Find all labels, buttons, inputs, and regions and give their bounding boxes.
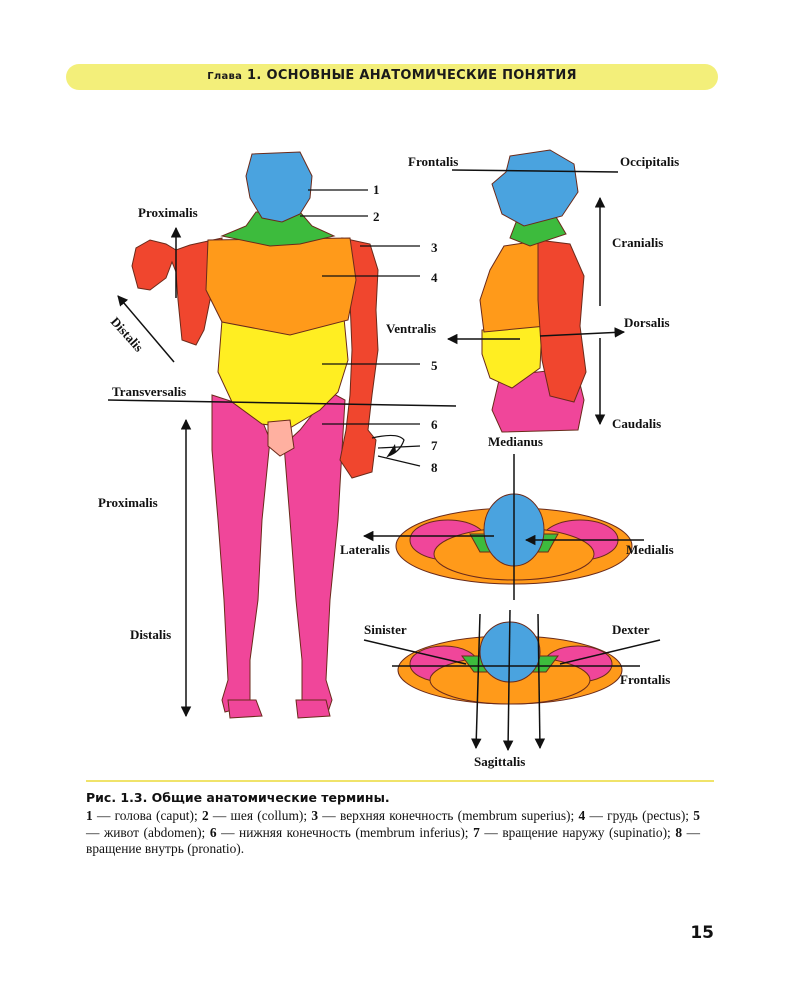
caption-num: 7 bbox=[473, 824, 480, 840]
callout-2: 2 bbox=[373, 209, 380, 224]
label-medialis: Medialis bbox=[626, 542, 674, 557]
top-view-1-lines bbox=[362, 454, 644, 600]
caption-num: 5 bbox=[693, 808, 700, 823]
side-body-illustration bbox=[479, 149, 587, 433]
side-chest bbox=[479, 239, 547, 333]
arm-right bbox=[339, 237, 379, 479]
callout-7: 7 bbox=[431, 438, 438, 453]
figure-caption: Рис. 1.3. Общие анатомические термины. 1… bbox=[86, 790, 700, 858]
abdomen-front bbox=[217, 317, 349, 429]
caption-text: — грудь (pectus); bbox=[585, 808, 694, 823]
label-dorsalis: Dorsalis bbox=[624, 315, 670, 330]
label-proximalis-upper: Proximalis bbox=[138, 205, 198, 220]
caption-num: 2 bbox=[201, 808, 209, 823]
front-body-illustration bbox=[131, 151, 379, 719]
label-medianus: Medianus bbox=[488, 434, 543, 449]
chapter-header-bar: Глава 1. ОСНОВНЫЕ АНАТОМИЧЕСКИЕ ПОНЯТИЯ bbox=[66, 64, 718, 90]
rotation-arrowhead bbox=[386, 444, 396, 458]
caption-text: — нижняя конечность (membrum inferius); bbox=[216, 824, 474, 840]
label-distalis-leg: Distalis bbox=[130, 627, 171, 642]
page-number: 15 bbox=[690, 923, 714, 943]
caption-text: — живот (abdomen); bbox=[86, 824, 210, 840]
chest-front bbox=[205, 237, 357, 336]
label-sagittalis: Sagittalis bbox=[474, 754, 525, 769]
label-lateralis: Lateralis bbox=[340, 542, 390, 557]
callout-1: 1 bbox=[373, 182, 380, 197]
label-occipitalis: Occipitalis bbox=[620, 154, 679, 169]
neck-front bbox=[220, 211, 336, 247]
caption-text: — вращение внутрь (pronatio). bbox=[86, 824, 700, 857]
label-sinister: Sinister bbox=[364, 622, 407, 637]
front-direction-arrows bbox=[107, 226, 457, 718]
callout-5: 5 bbox=[431, 358, 438, 373]
head-front bbox=[245, 151, 313, 223]
caption-num: 3 bbox=[311, 808, 319, 823]
label-transversalis: Transversalis bbox=[112, 384, 186, 399]
arm-left-raised bbox=[131, 237, 223, 346]
caption-num: 6 bbox=[209, 824, 217, 840]
label-caudalis: Caudalis bbox=[612, 416, 661, 431]
caption-title: Рис. 1.3. Общие анатомические термины. bbox=[86, 790, 390, 805]
caption-text: — шея (collum); bbox=[208, 808, 312, 823]
label-cranialis: Cranialis bbox=[612, 235, 663, 250]
label-frontalis-top: Frontalis bbox=[620, 672, 670, 687]
caption-text: — верхняя конечность (membrum superius); bbox=[318, 808, 579, 823]
anatomy-figure: 1 2 3 4 5 6 7 8 Proximalis Distalis Tran… bbox=[98, 149, 679, 769]
callout-4: 4 bbox=[431, 270, 438, 285]
top-view-2-illustration bbox=[397, 621, 623, 705]
caption-num: 4 bbox=[578, 808, 586, 823]
label-proximalis-leg: Proximalis bbox=[98, 495, 158, 510]
label-ventralis: Ventralis bbox=[386, 321, 436, 336]
chapter-title: ОСНОВНЫЕ АНАТОМИЧЕСКИЕ ПОНЯТИЯ bbox=[266, 68, 577, 83]
caption-num: 8 bbox=[675, 824, 683, 840]
side-head bbox=[491, 149, 579, 227]
side-direction-lines bbox=[446, 169, 626, 426]
side-arm bbox=[537, 239, 587, 403]
callout-3: 3 bbox=[431, 240, 438, 255]
caption-text: — вращение наружу (supinatio); bbox=[479, 824, 676, 840]
caption-text: — голова (caput); bbox=[92, 808, 202, 823]
label-dexter: Dexter bbox=[612, 622, 650, 637]
chapter-header: Глава 1. ОСНОВНЫЕ АНАТОМИЧЕСКИЕ ПОНЯТИЯ bbox=[66, 68, 718, 83]
top-view-2-lines bbox=[363, 609, 661, 752]
label-frontalis-side: Frontalis bbox=[408, 154, 458, 169]
label-distalis-arm: Distalis bbox=[108, 314, 147, 355]
chapter-number: 1. bbox=[247, 68, 262, 83]
caption-num: 1 bbox=[86, 808, 93, 823]
chapter-prefix: Глава bbox=[207, 71, 243, 82]
caption-divider bbox=[86, 780, 714, 782]
leg-left bbox=[211, 394, 271, 713]
caption-body: 1 — голова (caput); 2 — шея (collum); 3 … bbox=[86, 808, 700, 858]
callout-6: 6 bbox=[431, 417, 438, 432]
callout-8: 8 bbox=[431, 460, 438, 475]
